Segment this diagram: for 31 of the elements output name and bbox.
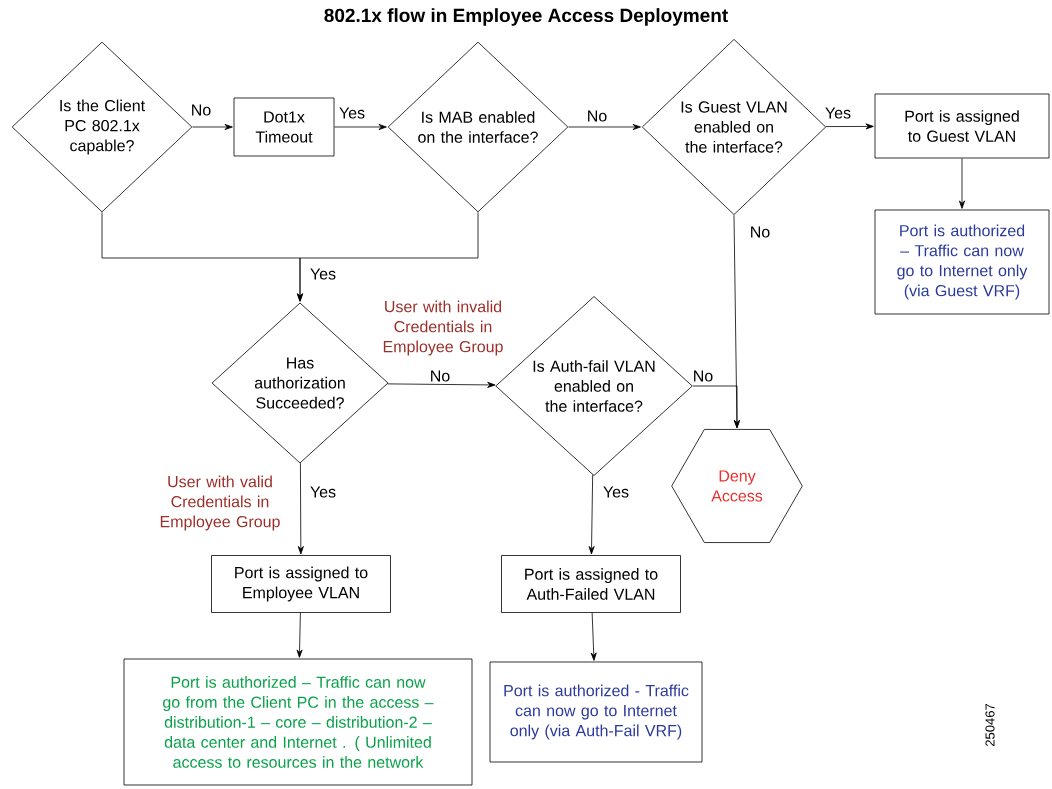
process-box: Port is authorized – Traffic can now go to Internet only (via Guest VRF) bbox=[874, 209, 1050, 315]
arrow bbox=[590, 612, 597, 661]
arrow bbox=[692, 385, 741, 429]
arrow bbox=[825, 123, 874, 130]
process-box: Port is authorized - Traffic can now go to Internet only (via Auth-Fail VRF) bbox=[489, 661, 703, 763]
end-hexagon: Deny Access bbox=[671, 429, 803, 543]
title: 802.1x flow in Employee Access Deployment bbox=[324, 8, 728, 26]
note-text: User with valid Credentials in Employee Group bbox=[160, 475, 280, 531]
arrow bbox=[296, 612, 303, 658]
arrow bbox=[959, 158, 965, 209]
arrow bbox=[568, 123, 641, 130]
process-box: Dot1x Timeout bbox=[233, 97, 335, 157]
process-box: Port is assigned to Guest VLAN bbox=[874, 93, 1050, 159]
arrow bbox=[297, 462, 304, 555]
edge-label: No bbox=[428, 369, 452, 383]
process-box: Port is assigned to Auth-Failed VLAN bbox=[501, 555, 681, 613]
edge-label: No bbox=[691, 369, 715, 383]
arrow bbox=[387, 381, 496, 388]
arrow bbox=[192, 123, 233, 130]
edge-label: Yes bbox=[308, 267, 338, 281]
edge-label: Yes bbox=[337, 106, 367, 120]
arrow bbox=[588, 474, 595, 555]
edge-label: Yes bbox=[601, 485, 631, 499]
arrow bbox=[334, 123, 387, 130]
arrow bbox=[297, 212, 479, 302]
process-box: Port is assigned to Employee VLAN bbox=[211, 555, 391, 613]
edge-label: Yes bbox=[308, 485, 338, 499]
edge-label: No bbox=[748, 225, 772, 239]
figure-number: 250467 bbox=[985, 703, 995, 747]
edge-label: No bbox=[585, 109, 609, 123]
process-box: Port is authorized – Traffic can now go from the Client PC in the access – distribution-1 – core – distribution-2 – data center and Internet . ( Unlimited access to resources in the network bbox=[123, 658, 473, 786]
